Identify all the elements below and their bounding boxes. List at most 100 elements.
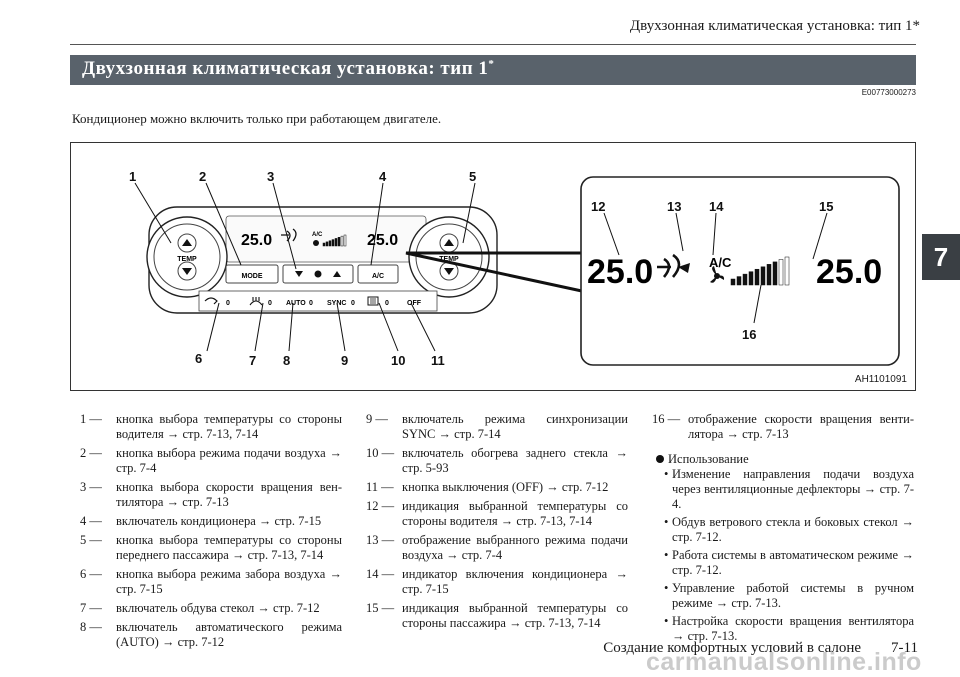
small-ac-indicator: A/C: [312, 232, 323, 238]
fan-speed-bar: [784, 256, 790, 286]
fan-down-arrow-icon: [295, 271, 303, 277]
auto-lamp: 0: [309, 300, 313, 307]
legend-item-text: включатель кондиционера → стр. 7-15: [116, 514, 322, 528]
section-title-mark: *: [488, 58, 495, 70]
running-header: Двухзонная климатическая установка: тип …: [629, 18, 920, 34]
fan-speed-bar: [328, 240, 332, 247]
enlarged-fan-icon: [710, 266, 725, 283]
legend-item: 8 —включатель автоматического режима (AU…: [80, 620, 342, 650]
legend-item: 5 — кнопка выбора температуры со стороны …: [80, 533, 342, 563]
off-button-label: OFF: [407, 300, 422, 307]
callout-5: 5: [469, 169, 476, 184]
enlarged-fan-speed-bars: [730, 256, 790, 286]
legend-item-number: 7 —: [80, 601, 102, 615]
rear-defogger-icon: [367, 296, 379, 306]
callout-1: 1: [129, 169, 136, 184]
fan-speed-bar: [748, 271, 754, 286]
intro-text: Кондиционер можно включить только при ра…: [72, 111, 442, 126]
legend-item: 16 —отображение скорости вращения венти­…: [652, 412, 914, 442]
note-item: Работа системы в автоматическом режиме →…: [664, 548, 914, 578]
legend-item-text: кнопка выбора режима подачи воздуха → ст…: [116, 446, 342, 475]
legend-item-text: кнопка выбора температуры со стороны пер…: [116, 533, 342, 562]
legend-item-number: 6 —: [80, 567, 102, 581]
fan-speed-bar: [331, 239, 335, 247]
legend-item-number: 5 —: [80, 533, 102, 547]
small-fan-speed-bars: [322, 234, 347, 247]
notes-title: Использование: [668, 452, 749, 466]
legend-item: 9 —включатель режима синхронизации SYNC …: [366, 412, 628, 442]
legend-item-number: 14 —: [366, 567, 395, 581]
fan-speed-bar: [772, 261, 778, 286]
chapter-tab[interactable]: 7: [922, 234, 960, 280]
callout-14: 14: [709, 199, 724, 214]
legend-item-text: индикатор включения кондиционера → стр. …: [402, 567, 628, 596]
fan-speed-bar: [736, 276, 742, 286]
note-item: Изменение направления подачи воздуха чер…: [664, 467, 914, 512]
watermark: carmanualsonline.info: [646, 648, 922, 676]
callout-7: 7: [249, 353, 256, 368]
legend-item: 7 — включатель обдува стекол → стр. 7-12: [80, 601, 342, 616]
note-item: Управление работой системы в ручном режи…: [664, 581, 914, 611]
fan-up-arrow-icon: [333, 271, 341, 277]
fan-speed-bar: [742, 273, 748, 286]
defrost-lamp: 0: [268, 300, 272, 307]
fan-speed-bar: [337, 237, 341, 247]
callout-10: 10: [391, 353, 405, 368]
legend-item-text: кнопка выбора температуры со стороны вод…: [116, 412, 342, 441]
callout-12: 12: [591, 199, 605, 214]
fan-speed-bar: [730, 278, 736, 286]
control-panel-figure: TEMP TEMP 25.0 A/C 25.0 MODE A/C 0: [70, 142, 916, 391]
enlarged-ac-indicator: A/C: [709, 255, 732, 270]
auto-button-label: AUTO: [286, 300, 306, 307]
fan-button-icon: [314, 270, 322, 278]
fan-speed-bar: [760, 266, 766, 286]
fan-speed-bar: [340, 235, 344, 247]
legend-item-text: индикация выбранной температуры со сторо…: [402, 601, 628, 630]
legend-item-text: включатель обогрева заднего стекла → стр…: [402, 446, 628, 475]
mode-button-label: MODE: [242, 273, 263, 280]
notes-list: Изменение направления подачи воздуха чер…: [664, 467, 914, 644]
callout-6: 6: [195, 351, 202, 366]
note-item: Настройка скорости вращения вентилятора …: [664, 614, 914, 644]
legend-column-2: 9 —включатель режима синхронизации SYNC …: [366, 412, 628, 635]
callout-2: 2: [199, 169, 206, 184]
small-driver-temp: 25.0: [241, 232, 272, 249]
legend-item: 11 —кнопка выключения (OFF) → стр. 7-12: [366, 480, 628, 495]
enlarged-passenger-temp: 25.0: [816, 253, 882, 291]
sync-lamp: 0: [351, 300, 355, 307]
mode-button: [225, 264, 279, 284]
legend-column-1: 1 — кнопка выбора температуры со стороны …: [80, 412, 342, 654]
enlarged-airflow-icon: [657, 253, 690, 278]
callout-4: 4: [379, 169, 387, 184]
section-code: E00773000273: [861, 88, 916, 97]
section-title: Двухзонная климатическая установка: тип …: [82, 58, 489, 79]
footer-title: Создание комфортных условий в салоне: [603, 640, 862, 656]
legend-item-text: отображение скорости вращения венти­лято…: [688, 412, 914, 441]
control-panel-diagram: TEMP TEMP 25.0 A/C 25.0 MODE A/C 0: [129, 169, 900, 368]
legend-item-number: 11 —: [366, 480, 394, 494]
lower-button-strip: [198, 290, 438, 312]
small-passenger-temp: 25.0: [367, 232, 398, 249]
small-fan-icon: [313, 240, 319, 246]
passenger-temp-label: TEMP: [439, 256, 459, 263]
legend-item-number: 12 —: [366, 499, 395, 513]
legend-item-number: 3 —: [80, 480, 102, 494]
driver-temp-label: TEMP: [177, 256, 197, 263]
fan-speed-bar: [766, 264, 772, 286]
note-item: Обдув ветрового стекла и боковых стекол …: [664, 515, 914, 545]
notes-heading: Использование: [656, 452, 914, 467]
section-title-bar: Двухзонная климатическая установка: тип …: [70, 55, 916, 85]
legend-item-text: отображение выбранного режима подачи воз…: [402, 533, 628, 562]
legend-item-number: 1 —: [80, 412, 102, 426]
legend-item: 13 —отображение выбранного режима подачи…: [366, 533, 628, 563]
defrost-icon: [249, 297, 263, 306]
enlarged-display: [580, 176, 900, 366]
legend-column-3: 16 —отображение скорости вращения венти­…: [652, 412, 914, 647]
enlarged-driver-temp: 25.0: [587, 253, 653, 291]
legend-item-text: включатель обдува стекол → стр. 7-12: [116, 601, 320, 615]
header-rule: [70, 44, 916, 45]
legend-item-number: 2 —: [80, 446, 102, 460]
fan-speed-bar: [322, 242, 326, 247]
legend-item: 3 —кнопка выбора скорости вращения вен­т…: [80, 480, 342, 510]
